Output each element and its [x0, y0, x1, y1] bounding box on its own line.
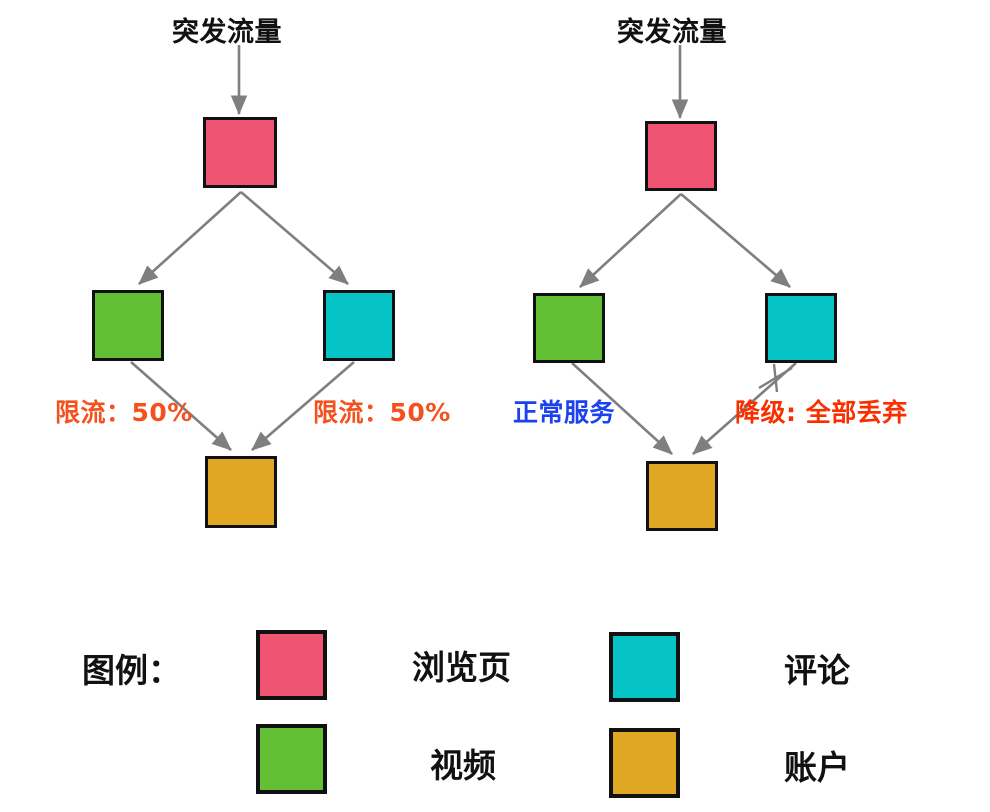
legend-swatch-account	[609, 728, 680, 798]
legend-title: 图例：	[82, 651, 181, 690]
node-browse-page-right[interactable]	[645, 121, 717, 191]
node-comments-right[interactable]	[765, 293, 837, 363]
node-video-left[interactable]	[92, 290, 164, 361]
edge-browse-to-video-right	[579, 193, 682, 288]
edge-browse-to-comments-left	[240, 191, 349, 285]
annotation-right-limit: 限流：50%	[313, 398, 451, 427]
edge-browse-to-comments-right	[680, 193, 791, 288]
legend-label-video: 视频	[430, 746, 496, 785]
node-account-left[interactable]	[205, 456, 277, 528]
legend-swatch-video	[256, 724, 327, 794]
legend-label-comments: 评论	[784, 651, 850, 690]
legend-swatch-browse-page	[256, 630, 327, 700]
legend-label-browse-page: 浏览页	[412, 648, 511, 687]
node-comments-left[interactable]	[323, 290, 395, 361]
cross-mark-icon	[758, 363, 793, 393]
node-account-right[interactable]	[646, 461, 718, 531]
node-browse-page-left[interactable]	[203, 117, 277, 188]
inflow-label-right: 突发流量	[617, 17, 727, 48]
annotation-normal-service: 正常服务	[513, 398, 616, 427]
legend-label-account: 账户	[784, 748, 850, 787]
edge-browse-to-video-left	[138, 191, 242, 285]
annotation-left-limit: 限流：50%	[55, 398, 193, 427]
inflow-label-left: 突发流量	[172, 17, 282, 48]
node-video-right[interactable]	[533, 293, 605, 363]
legend-swatch-comments	[609, 632, 680, 702]
annotation-degrade: 降级: 全部丢弃	[735, 398, 908, 427]
